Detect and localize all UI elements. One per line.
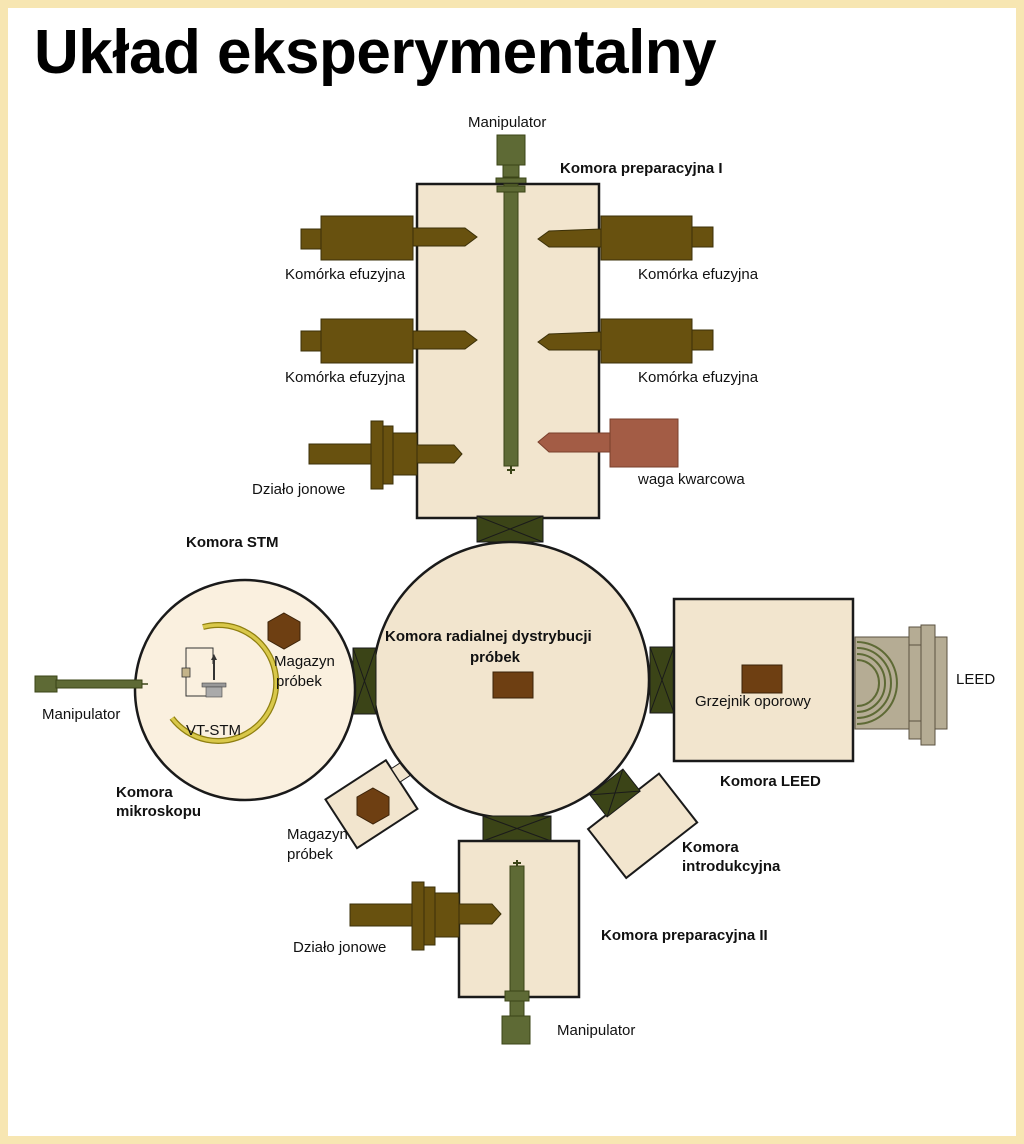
radial-chamber-label-2: próbek bbox=[470, 649, 521, 666]
quartz-balance bbox=[537, 418, 679, 468]
vt-stm-symbol bbox=[169, 622, 280, 744]
manipulator-left-label: Manipulator bbox=[42, 706, 120, 723]
leed-chamber-label: Komora LEED bbox=[720, 773, 821, 790]
valve-right bbox=[649, 646, 675, 714]
sample-magazine-label-2a: Magazyn bbox=[287, 826, 348, 843]
page-title: Układ eksperymentalny bbox=[34, 18, 717, 87]
stm-chamber bbox=[133, 578, 357, 802]
manipulator-top-label: Manipulator bbox=[468, 114, 546, 131]
effusion-cell-right-1 bbox=[537, 215, 714, 261]
ion-gun-bottom bbox=[349, 881, 502, 951]
resistive-heater-label: Grzejnik oporowy bbox=[695, 693, 811, 710]
manipulator-bottom-label: Manipulator bbox=[557, 1022, 635, 1039]
ion-gun-bottom-label: Działo jonowe bbox=[293, 939, 386, 956]
effusion-cell-left-2 bbox=[300, 318, 478, 364]
leed-chamber bbox=[672, 597, 855, 763]
sample-magazine-label-1a: Magazyn bbox=[274, 653, 335, 670]
vt-stm-label: VT-STM bbox=[186, 722, 241, 739]
manipulator-rod-bottom bbox=[501, 860, 531, 1045]
stm-chamber-label: Komora STM bbox=[186, 534, 279, 551]
radial-sample-holder bbox=[492, 671, 534, 699]
ion-gun-top bbox=[308, 420, 463, 490]
resistive-heater bbox=[741, 664, 783, 694]
sample-magazine-hex-1 bbox=[267, 612, 301, 650]
sample-magazine-hex-2 bbox=[356, 787, 390, 825]
leed-label: LEED bbox=[956, 671, 995, 688]
effusion-cell-left-1 bbox=[300, 215, 478, 261]
manipulator-top bbox=[495, 134, 527, 185]
leed-optics bbox=[854, 624, 948, 746]
valve-left bbox=[352, 647, 377, 715]
effusion-cell-label-left-1: Komórka efuzyjna bbox=[285, 266, 406, 283]
sample-magazine-label-1b: próbek bbox=[276, 673, 322, 690]
prep-chamber-2-label: Komora preparacyjna II bbox=[601, 927, 768, 944]
effusion-cell-label-right-1: Komórka efuzyjna bbox=[638, 266, 759, 283]
effusion-cell-right-2 bbox=[537, 318, 714, 364]
quartz-balance-label: waga kwarcowa bbox=[637, 471, 745, 488]
valve-top bbox=[476, 515, 544, 543]
sample-magazine-label-2b: próbek bbox=[287, 846, 333, 863]
valve-intro bbox=[589, 768, 641, 818]
valve-bottom bbox=[482, 815, 552, 842]
ion-gun-top-label: Działo jonowe bbox=[252, 481, 345, 498]
manipulator-left bbox=[34, 675, 148, 693]
intro-chamber-label-1: Komora bbox=[682, 839, 739, 856]
manipulator-rod-top bbox=[496, 183, 526, 474]
radial-chamber-label-1: Komora radialnej dystrybucji bbox=[385, 628, 592, 645]
microscope-chamber-label-1: Komora bbox=[116, 784, 173, 801]
effusion-cell-label-right-2: Komórka efuzyjna bbox=[638, 369, 759, 386]
intro-chamber-label-2: introdukcyjna bbox=[682, 858, 781, 875]
microscope-chamber-label-2: mikroskopu bbox=[116, 803, 201, 820]
prep-chamber-1-label: Komora preparacyjna I bbox=[560, 160, 723, 177]
effusion-cell-label-left-2: Komórka efuzyjna bbox=[285, 369, 406, 386]
